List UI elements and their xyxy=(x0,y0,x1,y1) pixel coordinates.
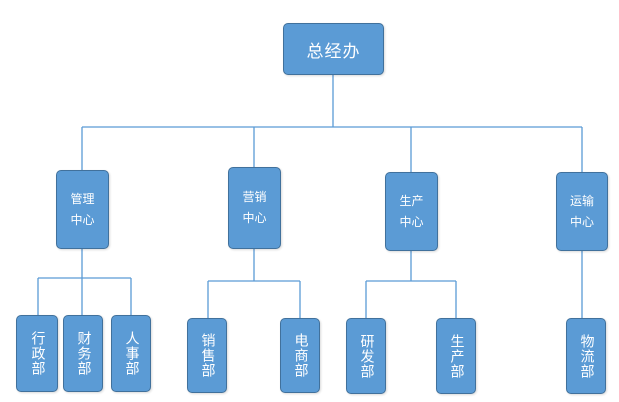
node-sales-dept: 销售部 xyxy=(187,318,227,393)
node-production-center: 生产 中心 xyxy=(385,172,438,251)
node-manufacturing-dept: 生产部 xyxy=(436,318,476,394)
node-logistics-dept: 物流部 xyxy=(566,318,606,394)
node-ecommerce-dept: 电商部 xyxy=(280,318,320,393)
node-admin-dept: 行政部 xyxy=(16,315,58,392)
node-finance-dept: 财务部 xyxy=(63,315,103,392)
node-general-office: 总经办 xyxy=(283,23,384,75)
node-hr-dept: 人事部 xyxy=(111,315,151,392)
node-management-center: 管理 中心 xyxy=(56,170,109,249)
node-logistics-center: 运输 中心 xyxy=(556,172,608,251)
node-rnd-dept: 研发部 xyxy=(346,318,386,394)
node-marketing-center: 营销 中心 xyxy=(228,167,281,249)
